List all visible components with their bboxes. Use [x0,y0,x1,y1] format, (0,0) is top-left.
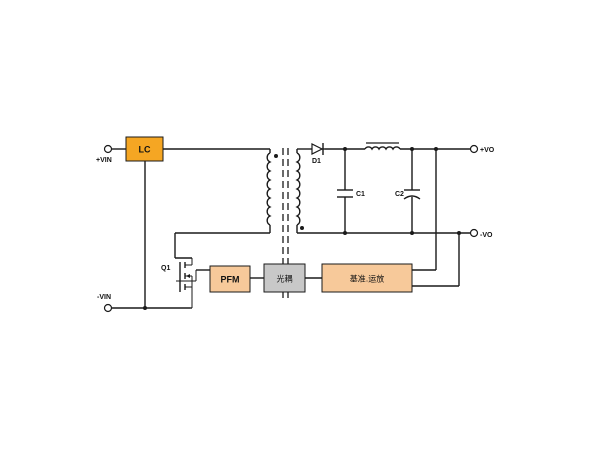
vin-pos-terminal [103,144,113,154]
vin-neg-terminal [103,303,113,313]
junction-dot [143,306,147,310]
output-wiring [250,148,470,287]
d1-diode [311,143,325,155]
d1-label: D1 [312,158,321,165]
output-inductor [364,142,401,151]
vo-pos-label: +VO [480,147,495,154]
c1-capacitor [337,189,353,198]
vo-neg-terminal [469,228,479,238]
junction-dot [410,231,414,235]
junction-dot [343,147,347,151]
vo-neg-label: -VO [480,232,493,239]
vo-pos-terminal [469,144,479,154]
junction-dot [410,147,414,151]
junction-dot [434,147,438,151]
junction-dot [457,231,461,235]
pfm-block: PFM [209,265,251,293]
q1-mosfet [175,257,210,309]
pfm-label: PFM [221,275,240,285]
c2-label: C2 [395,191,404,198]
reference-amp-block: 基准.运放 [321,263,413,293]
c2-capacitor [403,189,421,200]
junction-dot [343,231,347,235]
vin-pos-label: +VIN [96,157,112,164]
input-wiring [112,148,271,309]
lc-label: LC [139,145,151,155]
lc-block: LC [125,136,164,162]
reference-amp-label: 基准.运放 [350,274,385,284]
q1-label: Q1 [161,265,170,272]
optocoupler-block: 光耦 [263,263,306,293]
c1-label: C1 [356,191,365,198]
vin-neg-label: -VIN [97,294,111,301]
optocoupler-label: 光耦 [277,274,293,284]
